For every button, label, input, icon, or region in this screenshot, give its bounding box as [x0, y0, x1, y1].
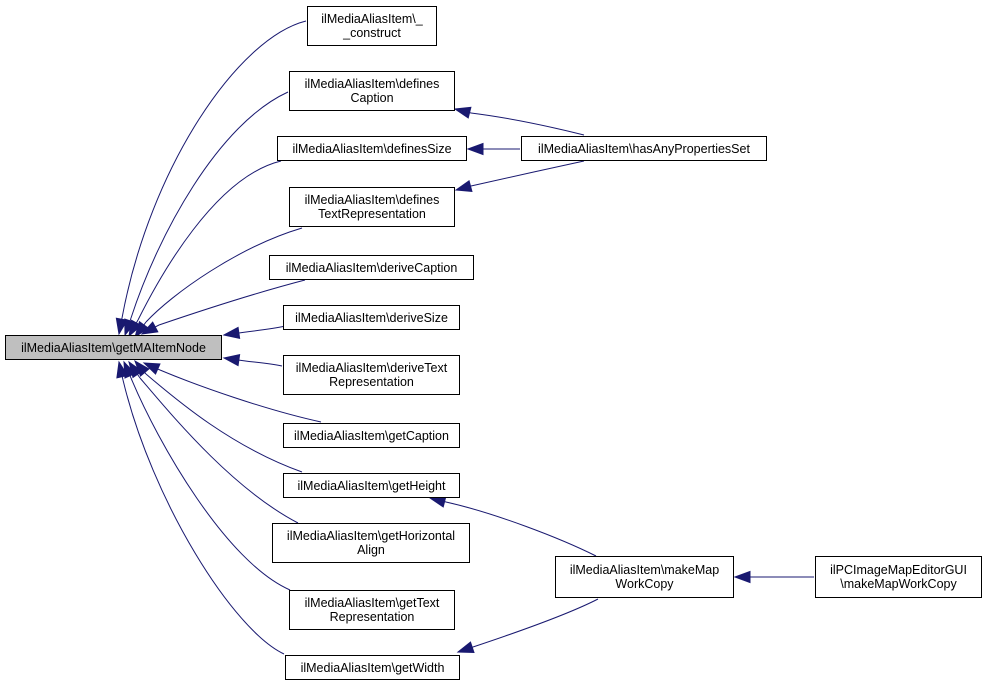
- node-get-height[interactable]: ilMediaAliasItem\getHeight: [283, 473, 460, 498]
- node-derive-size[interactable]: ilMediaAliasItem\deriveSize: [283, 305, 460, 330]
- arrowhead-has-any-properties-set-to-defines-text-representation: [454, 180, 473, 193]
- node-has-any-properties-set[interactable]: ilMediaAliasItem\hasAnyPropertiesSet: [521, 136, 767, 161]
- edge-has-any-properties-set-to-defines-caption: [470, 112, 585, 136]
- node-get-caption[interactable]: ilMediaAliasItem\getCaption: [283, 423, 460, 448]
- node-defines-caption[interactable]: ilMediaAliasItem\defines Caption: [289, 71, 455, 111]
- node-get-horizontal-align[interactable]: ilMediaAliasItem\getHorizontal Align: [272, 523, 470, 563]
- node-get-width[interactable]: ilMediaAliasItem\getWidth: [285, 655, 460, 680]
- node-construct[interactable]: ilMediaAliasItem\_ _construct: [307, 6, 437, 46]
- edge-derive-text-representation-to-get-maitem-node: [237, 359, 283, 367]
- arrowhead-make-map-work-copy-to-get-width: [456, 641, 475, 653]
- edge-tail-get-height-to-get-maitem-node: [144, 372, 147, 375]
- edge-tail-get-caption-to-get-maitem-node: [157, 368, 161, 371]
- arrowhead-has-any-properties-set-to-defines-caption: [453, 106, 472, 119]
- arrowhead-derive-size-to-get-maitem-node: [222, 326, 241, 339]
- node-get-maitem-node: ilMediaAliasItem\getMAItemNode: [5, 335, 222, 360]
- arrowhead-derive-text-representation-to-get-maitem-node: [222, 354, 241, 367]
- edge-derive-caption-to-get-maitem-node: [158, 279, 306, 326]
- arrowhead-has-any-properties-set-to-defines-size: [466, 142, 484, 156]
- node-defines-text-representation[interactable]: ilMediaAliasItem\defines TextRepresentat…: [289, 187, 455, 227]
- edge-defines-size-to-get-maitem-node: [137, 160, 282, 321]
- node-get-text-representation[interactable]: ilMediaAliasItem\getText Representation: [289, 590, 455, 630]
- edge-tail-derive-caption-to-get-maitem-node: [155, 324, 160, 328]
- edge-get-horizontal-align-to-get-maitem-node: [139, 377, 299, 524]
- edge-get-text-representation-to-get-maitem-node: [130, 377, 291, 591]
- node-derive-caption[interactable]: ilMediaAliasItem\deriveCaption: [269, 255, 474, 280]
- edge-get-width-to-get-maitem-node: [122, 379, 285, 655]
- edge-tail-defines-caption-to-get-maitem-node: [129, 317, 132, 322]
- edge-make-map-work-copy-to-get-width: [472, 598, 599, 648]
- edge-defines-caption-to-get-maitem-node: [130, 91, 289, 319]
- edge-construct-to-get-maitem-node: [121, 20, 307, 319]
- edge-make-map-work-copy-to-get-height: [445, 501, 597, 557]
- node-defines-size[interactable]: ilMediaAliasItem\definesSize: [277, 136, 467, 161]
- edge-has-any-properties-set-to-defines-text-representation: [470, 160, 585, 187]
- edge-derive-size-to-get-maitem-node: [237, 325, 287, 334]
- edge-tail-defines-text-representation-to-get-maitem-node: [143, 321, 147, 326]
- edge-tail-get-text-representation-to-get-maitem-node: [129, 375, 132, 379]
- arrowhead-editor-make-map-work-copy-to-make-map-work-copy: [733, 570, 751, 584]
- edge-get-height-to-get-maitem-node: [145, 373, 303, 473]
- node-editor-make-map-work-copy[interactable]: ilPCImageMapEditorGUI \makeMapWorkCopy: [815, 556, 982, 598]
- edge-get-caption-to-get-maitem-node: [159, 369, 322, 423]
- edge-tail-defines-size-to-get-maitem-node: [135, 319, 139, 324]
- edge-tail-get-horizontal-align-to-get-maitem-node: [137, 374, 141, 379]
- node-make-map-work-copy[interactable]: ilMediaAliasItem\makeMap WorkCopy: [555, 556, 734, 598]
- node-derive-text-representation[interactable]: ilMediaAliasItem\deriveText Representati…: [283, 355, 460, 395]
- edge-tail-get-width-to-get-maitem-node: [121, 376, 124, 381]
- edge-defines-text-representation-to-get-maitem-node: [145, 227, 303, 323]
